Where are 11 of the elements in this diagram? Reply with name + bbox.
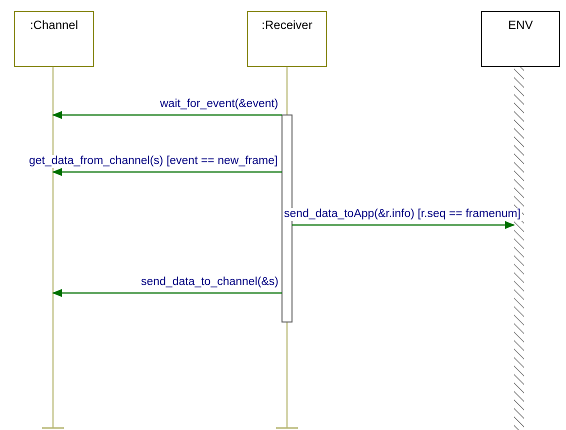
message-arrow (292, 221, 515, 229)
message-label: get_data_from_channel(s) [event == new_frame] (28, 155, 279, 168)
message-label: send_data_to_channel(&s) (140, 276, 280, 289)
object-name: ENV (508, 18, 533, 32)
message-arrow (52, 111, 282, 119)
message-arrow (52, 289, 282, 297)
object-name: :Receiver (262, 18, 312, 32)
message-arrow (52, 168, 282, 176)
object-name: :Channel (30, 18, 78, 32)
message-label: send_data_toApp(&r.info) [r.seq == framenum] (283, 208, 522, 221)
message-label: wait_for_event(&event) (159, 98, 280, 111)
